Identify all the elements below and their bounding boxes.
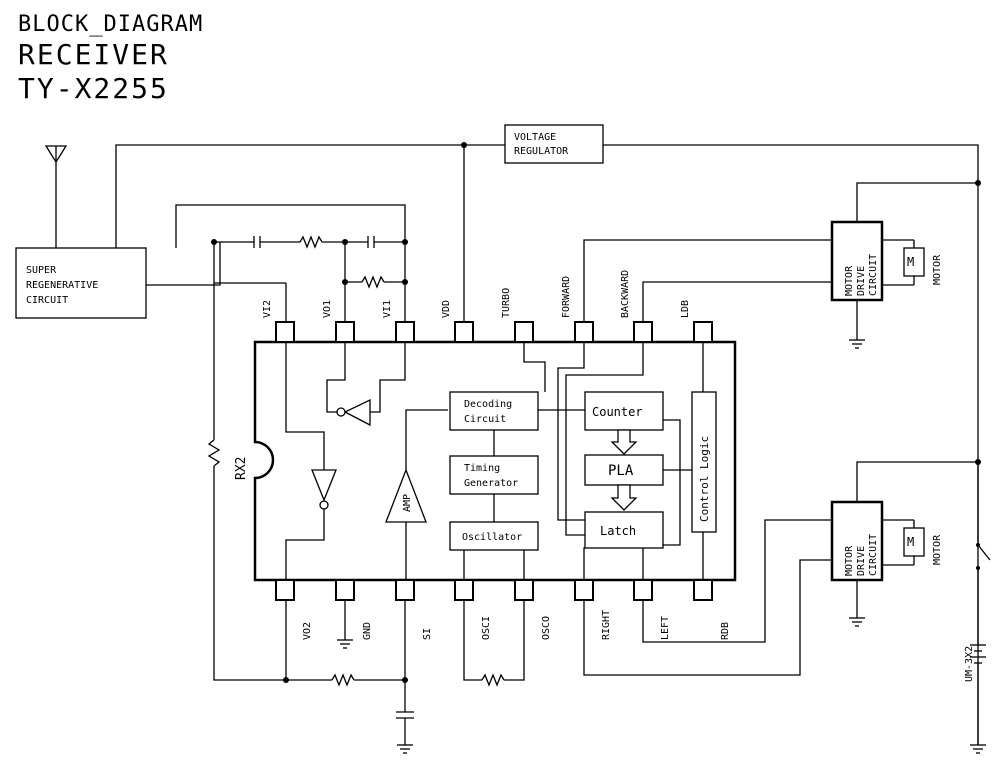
pin-label-osci: OSCI <box>481 616 492 640</box>
pin-rdb <box>693 579 713 601</box>
super-regen-line2: REGENERATIVE <box>26 280 98 291</box>
pin-osci <box>454 579 474 601</box>
bottom-pins <box>275 579 713 601</box>
ground-icon <box>337 639 353 649</box>
motor-icon: M MOTOR <box>882 239 943 286</box>
pin-right <box>574 579 594 601</box>
top-pins <box>275 321 713 343</box>
pin-left <box>633 579 653 601</box>
voltage-regulator-line1: VOLTAGE <box>514 132 556 143</box>
ground-icon <box>849 617 865 627</box>
oscillator-block: Oscillator <box>449 521 539 551</box>
pla-block: PLA <box>584 454 664 486</box>
antenna-icon <box>44 145 68 248</box>
pin-vi1 <box>395 321 415 343</box>
model-number: TY-X2255 <box>18 72 169 105</box>
pla-label: PLA <box>608 463 634 479</box>
counter-block: Counter <box>584 391 664 431</box>
pin-label-vi1: VI1 <box>382 300 393 318</box>
ground-icon <box>970 744 986 754</box>
pin-forward <box>574 321 594 343</box>
control-logic-label: Control Logic <box>698 436 711 522</box>
pin-label-osco: OSCO <box>541 616 552 640</box>
voltage-regulator-line2: REGULATOR <box>514 146 569 157</box>
pin-turbo <box>514 321 534 343</box>
motor-bottom-label: MOTOR <box>932 534 943 565</box>
latch-block: Latch <box>584 511 664 549</box>
timing-line1: Timing <box>464 463 500 474</box>
motor-drive-top-line2: DRIVE <box>856 266 867 296</box>
amp-label: AMP <box>402 494 413 512</box>
pin-gnd <box>335 579 355 601</box>
pin-vo1 <box>335 321 355 343</box>
pin-ldb <box>693 321 713 343</box>
pin-label-ldb: LDB <box>680 300 691 318</box>
motor-icon: M MOTOR <box>882 519 943 566</box>
pin-label-vo1: VO1 <box>322 300 333 318</box>
motor-drive-top-line1: MOTOR <box>844 265 855 296</box>
decoding-line1: Decoding <box>464 399 512 410</box>
timing-generator-block: Timing Generator <box>449 455 539 495</box>
amp-block: AMP <box>385 409 448 580</box>
pin-osco <box>514 579 534 601</box>
pin-vdd <box>454 321 474 343</box>
battery-label: UM-3X2 <box>964 646 975 682</box>
pin-label-vi2: VI2 <box>262 300 273 318</box>
pin-label-si: SI <box>422 628 433 640</box>
super-regen-line1: SUPER <box>26 265 57 276</box>
motor-drive-top-line3: CIRCUIT <box>868 254 879 296</box>
pin-label-gnd: GND <box>362 622 373 640</box>
pin-vi2 <box>275 321 295 343</box>
pin-backward <box>633 321 653 343</box>
control-logic-block: Control Logic <box>691 391 717 533</box>
timing-line2: Generator <box>464 478 518 489</box>
diagram-title: BLOCK_DIAGRAM <box>18 12 204 37</box>
inverter-1-icon <box>326 342 406 427</box>
oscillator-label: Oscillator <box>462 532 522 543</box>
pin-label-rdb: RDB <box>720 622 731 640</box>
top-pin-labels: VI2 VO1 VI1 VDD TURBO FORWARD BACKWARD L… <box>262 270 691 318</box>
svg-text:M: M <box>907 535 914 549</box>
battery-icon: UM-3X2 <box>964 568 986 745</box>
pin-label-backward: BACKWARD <box>620 270 631 318</box>
ground-icon <box>397 744 413 754</box>
rx2-chip: RX2 <box>234 340 737 582</box>
pin-vo2 <box>275 579 295 601</box>
decoding-circuit-block: Decoding Circuit <box>449 391 539 431</box>
super-regen-line3: CIRCUIT <box>26 295 68 306</box>
motor-drive-circuit-top: MOTOR DRIVE CIRCUIT <box>830 220 884 302</box>
pin-label-left: LEFT <box>660 616 671 640</box>
bottom-pin-labels: VO2 GND SI OSCI OSCO RIGHT LEFT RDB <box>302 610 731 640</box>
svg-text:M: M <box>907 255 914 269</box>
motor-drive-circuit-bottom: MOTOR DRIVE CIRCUIT <box>830 500 884 582</box>
ground-icon <box>849 339 865 349</box>
motor-top-label: MOTOR <box>932 254 943 285</box>
motor-drive-bottom-line2: DRIVE <box>856 546 867 576</box>
counter-label: Counter <box>592 405 643 419</box>
pin-label-forward: FORWARD <box>561 276 572 318</box>
pin-label-vdd: VDD <box>441 300 452 318</box>
pin-label-turbo: TURBO <box>501 288 512 318</box>
pin-label-vo2: VO2 <box>302 622 313 640</box>
pin-si <box>395 579 415 601</box>
pin-label-right: RIGHT <box>601 610 612 640</box>
inverter-2-icon <box>285 342 337 580</box>
decoding-line2: Circuit <box>464 414 506 425</box>
motor-drive-bottom-line1: MOTOR <box>844 545 855 576</box>
voltage-regulator-block: VOLTAGE REGULATOR <box>504 124 604 164</box>
super-regenerative-block: SUPER REGENERATIVE CIRCUIT <box>15 247 147 319</box>
chip-label: RX2 <box>234 457 249 480</box>
latch-label: Latch <box>600 524 636 538</box>
diagram-subtitle: RECEIVER <box>18 38 169 71</box>
motor-drive-bottom-line3: CIRCUIT <box>868 534 879 576</box>
